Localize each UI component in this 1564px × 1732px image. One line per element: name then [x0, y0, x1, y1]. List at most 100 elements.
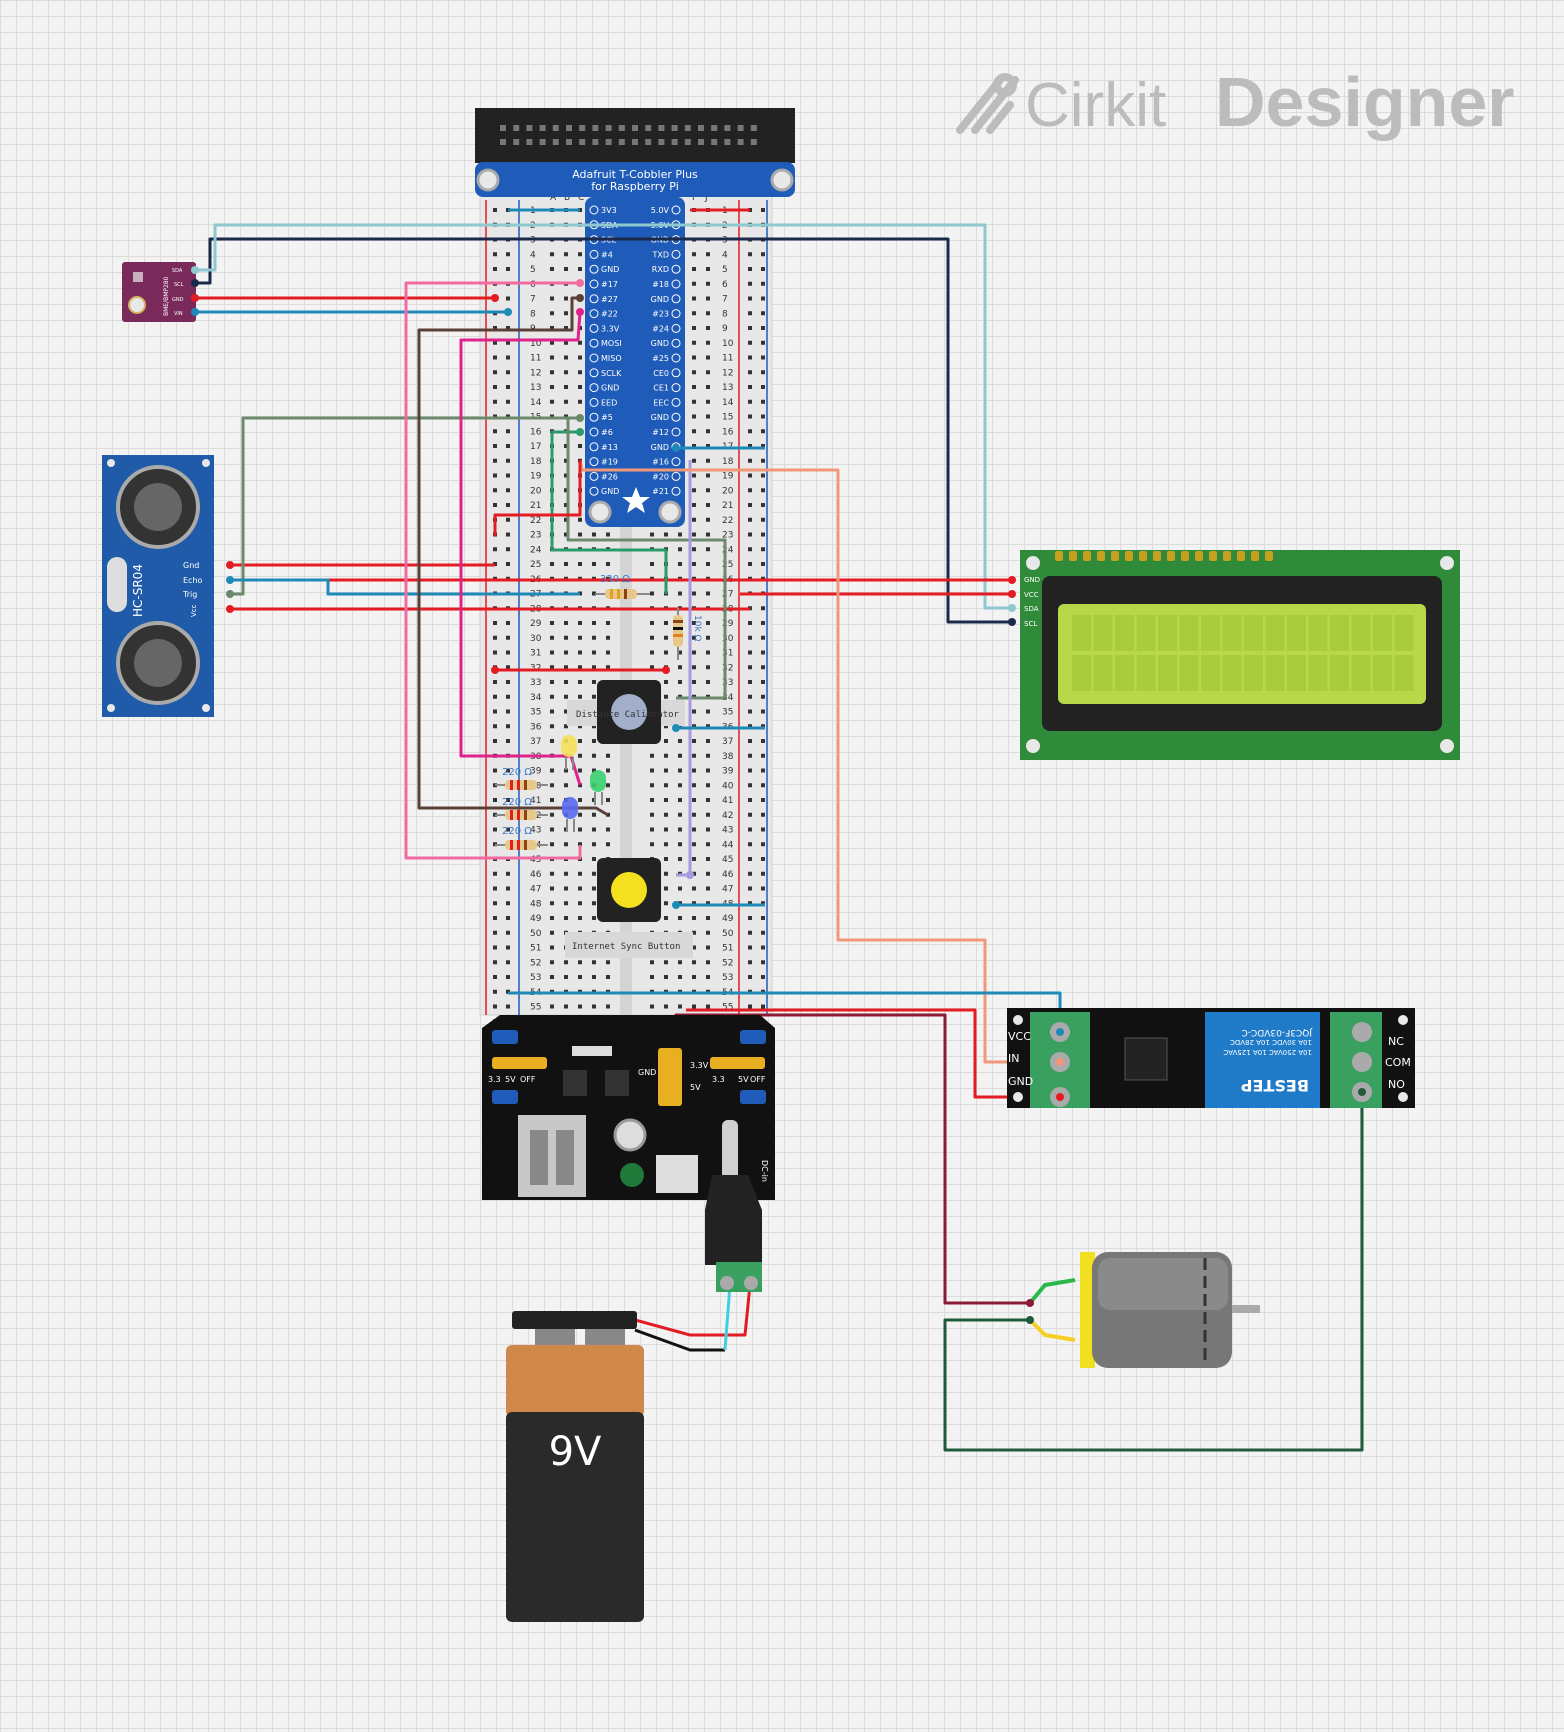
breadboard-hole [564, 886, 568, 891]
breadboard-hole [664, 1004, 668, 1009]
gpio-pin [552, 139, 559, 145]
breadboard-hole [692, 385, 696, 389]
breadboard-hole [664, 739, 668, 743]
battery-9v[interactable]: 9V [506, 1311, 644, 1622]
mount-hole-left [476, 168, 500, 192]
breadboard-hole [550, 783, 554, 788]
breadboard-hole [748, 694, 752, 699]
lcd-display[interactable]: GND VCC SDA SCL [1020, 550, 1460, 760]
gpio-pin [592, 125, 599, 131]
breadboard-hole [550, 916, 554, 920]
pm-left-off: OFF [520, 1075, 536, 1084]
breadboard-hole [592, 960, 596, 965]
button-internet-sync[interactable]: Internet Sync Button [565, 858, 693, 958]
breadboard-hole [692, 311, 696, 316]
breadboard-hole [506, 1004, 510, 1009]
lcd-screen [1058, 604, 1426, 704]
breadboard-hole [706, 650, 710, 655]
wire-bme-sda [195, 223, 1012, 610]
breadboard-hole [748, 429, 752, 434]
mount-hole-right [770, 168, 794, 192]
dc-motor[interactable] [1028, 1252, 1260, 1368]
breadboard-hole [493, 680, 497, 684]
bme280-sensor[interactable]: BME/BMP280 VIN GND SCL SDA [122, 262, 196, 322]
resistor-220-c: 220 Ω [495, 826, 548, 850]
breadboard-hole [550, 635, 554, 640]
lcd-cell [1093, 655, 1113, 691]
breadboard-hole [761, 753, 765, 758]
sync-button-cap [611, 872, 647, 908]
breadboard-hole [493, 635, 497, 640]
breadboard-hole [578, 1004, 582, 1009]
breadboard-hole [748, 916, 752, 920]
cobbler-pin-right [671, 279, 681, 289]
breadboard-hole [706, 296, 710, 301]
breadboard-hole [592, 842, 596, 847]
row-number: 13 [722, 383, 733, 393]
breadboard-hole [761, 945, 765, 950]
breadboard-hole [706, 311, 710, 316]
breadboard-hole [550, 694, 554, 699]
dc-barrel-jack[interactable] [705, 1120, 762, 1292]
wire-red-int [493, 460, 582, 536]
row-number: 10 [722, 339, 734, 349]
row-number: 17 [530, 442, 541, 452]
row-number: 9 [722, 324, 728, 334]
breadboard-hole [550, 886, 554, 891]
gpio-pin [737, 125, 744, 131]
wire-endpoint [672, 724, 680, 732]
breadboard-hole [761, 355, 765, 360]
row-number: 51 [530, 944, 541, 954]
breadboard-hole [692, 562, 696, 566]
cobbler-pin-label-left: 3V3 [601, 206, 617, 215]
breadboard-hole [664, 783, 668, 788]
breadboard-hole [506, 385, 510, 389]
breadboard-hole [578, 444, 582, 448]
breadboard-hole [650, 621, 654, 625]
relay-module[interactable]: VCC IN GND BESTEP JQC3F-03VDC-C 10A 250V… [1007, 1008, 1415, 1108]
row-number: 50 [722, 929, 734, 939]
breadboard-hole [706, 886, 710, 891]
row-number: 35 [722, 708, 733, 718]
relay-pin-no: NO [1388, 1078, 1405, 1091]
row-number: 44 [722, 840, 734, 850]
gpio-pin [579, 125, 586, 131]
breadboard-hole [748, 753, 752, 758]
row-number: 55 [722, 1003, 733, 1013]
breadboard-hole [664, 901, 668, 906]
breadboard-hole [692, 267, 696, 271]
led-green-icon [590, 770, 606, 805]
breadboard-hole [506, 798, 510, 802]
gpio-pin [539, 139, 546, 145]
lcd-header-pin [1125, 551, 1133, 561]
breadboard-power-module[interactable]: 5V 3.3 OFF 5V OFF 3.3 3.3V 5V GND DC-in [482, 1015, 775, 1200]
button-distance-calibrator[interactable]: Distance Calibrator [567, 680, 685, 744]
breadboard-hole [506, 739, 510, 743]
breadboard-hole [761, 827, 765, 832]
breadboard-hole [678, 886, 682, 891]
resistor-220-c-label: 220 Ω [502, 826, 532, 837]
row-number: 4 [722, 250, 728, 260]
breadboard-hole [550, 960, 554, 965]
t-cobbler[interactable]: Adafruit T-Cobbler Plus for Raspberry Pi… [475, 108, 795, 527]
breadboard-hole [578, 517, 582, 522]
breadboard-hole [692, 473, 696, 478]
row-number: 23 [530, 531, 541, 541]
breadboard-hole [692, 488, 696, 493]
breadboard-hole [692, 886, 696, 891]
cobbler-pin-label-left: 3.3V [601, 324, 620, 333]
breadboard-hole [748, 621, 752, 625]
lcd-cell [1265, 655, 1285, 691]
cobbler-pin-label-right: #24 [652, 324, 669, 333]
lcd-header-pin [1083, 551, 1091, 561]
hc-sr04-hole-1 [107, 459, 115, 467]
lcd-mount-tr [1440, 556, 1454, 570]
breadboard-hole [550, 871, 554, 876]
relay-mount-2 [1398, 1015, 1408, 1025]
gpio-pin [539, 125, 546, 131]
cobbler-pin-left [589, 205, 599, 215]
motor-body-top [1098, 1258, 1228, 1310]
hc-sr04-sensor[interactable]: HC-SR04 Vcc Gnd Echo Trig [102, 455, 214, 717]
lcd-header-pin [1209, 551, 1217, 561]
hc-sr04-label: HC-SR04 [131, 564, 145, 617]
